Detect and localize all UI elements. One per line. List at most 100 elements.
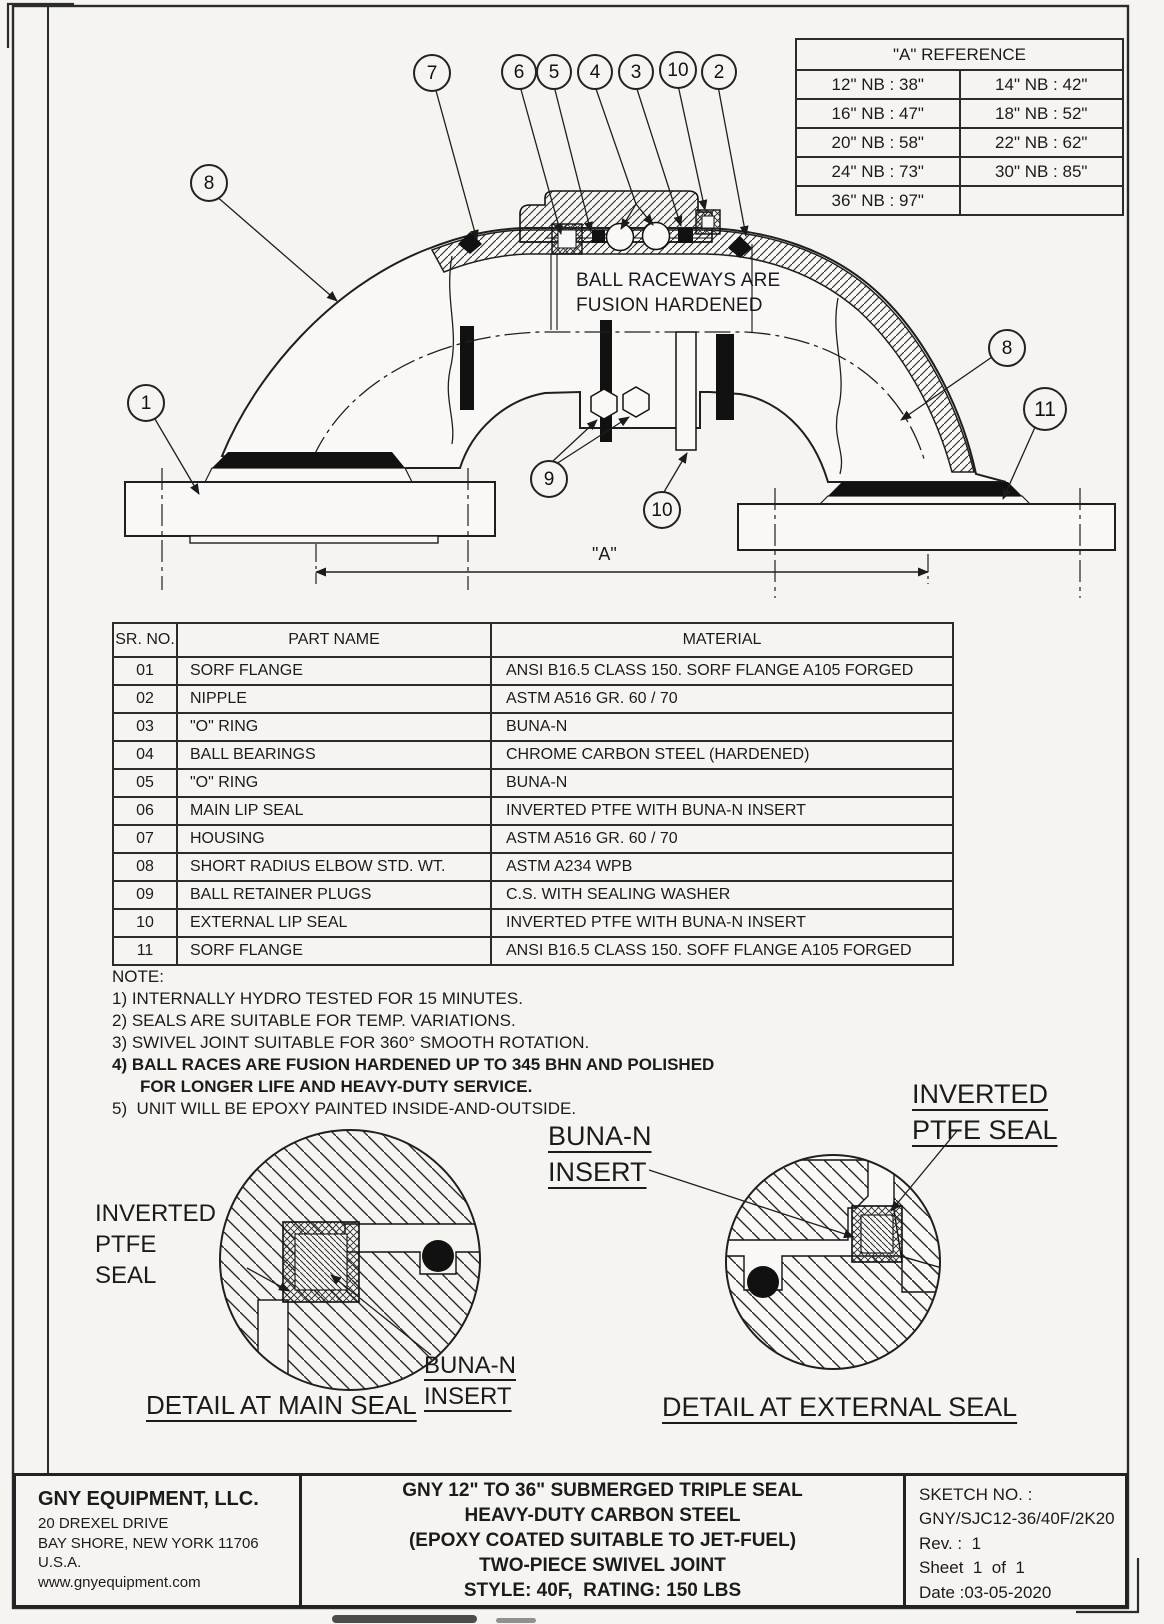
part-sr-no: 02 <box>112 684 178 714</box>
balloon-10: 10 <box>659 51 697 89</box>
balloon-2: 2 <box>701 54 737 90</box>
part-material: BUNA-N <box>490 768 954 798</box>
parts-table: SR. NO. PART NAME MATERIAL 01 SORF FLANG… <box>112 622 954 966</box>
part-name: BALL RETAINER PLUGS <box>176 880 492 910</box>
a-reference-table: "A" REFERENCE 12" NB : 38" 14" NB : 42" … <box>795 38 1124 216</box>
balloon-4: 4 <box>577 54 613 90</box>
part-material: ASTM A234 WPB <box>490 852 954 882</box>
part-material: C.S. WITH SEALING WASHER <box>490 880 954 910</box>
part-material: ANSI B16.5 CLASS 150. SOFF FLANGE A105 F… <box>490 936 954 966</box>
table-row: 08 SHORT RADIUS ELBOW STD. WT. ASTM A234… <box>112 852 954 882</box>
note-item: 3) SWIVEL JOINT SUITABLE FOR 360° SMOOTH… <box>112 1033 590 1052</box>
note-item: 4) BALL RACES ARE FUSION HARDENED UP TO … <box>112 1055 715 1074</box>
col-part-name: PART NAME <box>176 622 492 658</box>
a-reference-body: 12" NB : 38" 14" NB : 42" 16" NB : 47" 1… <box>795 69 1124 216</box>
table-row: 04 BALL BEARINGS CHROME CARBON STEEL (HA… <box>112 740 954 770</box>
company-address-line: www.gnyequipment.com <box>38 1573 201 1591</box>
reference-cell: 24" NB : 73" <box>795 156 961 187</box>
notes-list: 1) INTERNALLY HYDRO TESTED FOR 15 MINUTE… <box>112 988 832 1120</box>
right-flange <box>737 482 1116 598</box>
external-seal-buna-label: BUNA-N INSERT <box>548 1121 652 1187</box>
reference-cell: 12" NB : 38" <box>795 69 961 100</box>
part-name: "O" RING <box>176 768 492 798</box>
part-sr-no: 01 <box>112 656 178 686</box>
balloon-11: 11 <box>1023 387 1067 431</box>
parts-header-row: SR. NO. PART NAME MATERIAL <box>112 622 954 658</box>
part-sr-no: 05 <box>112 768 178 798</box>
part-material: INVERTED PTFE WITH BUNA-N INSERT <box>490 908 954 938</box>
table-row: 36" NB : 97" <box>795 185 1124 216</box>
sketch-info-line: SKETCH NO. : <box>919 1485 1033 1504</box>
table-row: 24" NB : 73" 30" NB : 85" <box>795 156 1124 187</box>
table-row: 05 "O" RING BUNA-N <box>112 768 954 798</box>
balloon-1: 1 <box>127 384 165 422</box>
part-name: NIPPLE <box>176 684 492 714</box>
table-row: 02 NIPPLE ASTM A516 GR. 60 / 70 <box>112 684 954 714</box>
table-row: 09 BALL RETAINER PLUGS C.S. WITH SEALING… <box>112 880 954 910</box>
drawing-title-line: TWO-PIECE SWIVEL JOINT <box>479 1555 726 1576</box>
part-material: CHROME CARBON STEEL (HARDENED) <box>490 740 954 770</box>
balloon-7: 7 <box>413 54 451 92</box>
main-lip-seal-section <box>551 223 583 255</box>
balloon-8: 8 <box>988 329 1026 367</box>
main-seal-buna-label: BUNA-N INSERT <box>424 1352 517 1410</box>
col-sr-no: SR. NO. <box>112 622 178 658</box>
reference-cell: 14" NB : 42" <box>958 69 1124 100</box>
reference-cell: 16" NB : 47" <box>795 98 961 129</box>
sketch-info-line: GNY/SJC12-36/40F/2K20 <box>919 1509 1115 1529</box>
balloon-10: 10 <box>643 491 681 529</box>
scan-artifact <box>332 1615 536 1623</box>
part-sr-no: 07 <box>112 824 178 854</box>
note-item: 1) INTERNALLY HYDRO TESTED FOR 15 MINUTE… <box>112 989 523 1008</box>
part-name: BALL BEARINGS <box>176 740 492 770</box>
drawing-title-line: GNY 12" TO 36" SUBMERGED TRIPLE SEAL <box>402 1480 803 1501</box>
part-sr-no: 06 <box>112 796 178 826</box>
part-name: MAIN LIP SEAL <box>176 796 492 826</box>
part-sr-no: 10 <box>112 908 178 938</box>
table-row: 16" NB : 47" 18" NB : 52" <box>795 98 1124 129</box>
note-item: 2) SEALS ARE SUITABLE FOR TEMP. VARIATIO… <box>112 1011 516 1030</box>
company-name: GNY EQUIPMENT, LLC. <box>38 1488 259 1510</box>
title-block-title: GNY 12" TO 36" SUBMERGED TRIPLE SEAL HEAV… <box>302 1476 903 1605</box>
balloon-5: 5 <box>536 54 572 90</box>
balloon-6: 6 <box>501 54 537 90</box>
part-material: ASTM A516 GR. 60 / 70 <box>490 824 954 854</box>
table-row: 12" NB : 38" 14" NB : 42" <box>795 69 1124 100</box>
part-sr-no: 09 <box>112 880 178 910</box>
part-material: INVERTED PTFE WITH BUNA-N INSERT <box>490 796 954 826</box>
reference-cell: 36" NB : 97" <box>795 185 961 216</box>
part-name: SORF FLANGE <box>176 656 492 686</box>
balloon-9: 9 <box>530 460 568 498</box>
note-item: FOR LONGER LIFE AND HEAVY-DUTY SERVICE. <box>140 1077 533 1096</box>
drawing-title-line: HEAVY-DUTY CARBON STEEL <box>464 1505 741 1526</box>
parts-body: 01 SORF FLANGE ANSI B16.5 CLASS 150. SOR… <box>112 656 954 966</box>
part-sr-no: 03 <box>112 712 178 742</box>
reference-cell: 22" NB : 62" <box>958 127 1124 158</box>
part-material: ANSI B16.5 CLASS 150. SORF FLANGE A105 F… <box>490 656 954 686</box>
part-sr-no: 08 <box>112 852 178 882</box>
reference-cell: 20" NB : 58" <box>795 127 961 158</box>
table-row: 11 SORF FLANGE ANSI B16.5 CLASS 150. SOF… <box>112 936 954 966</box>
part-name: EXTERNAL LIP SEAL <box>176 908 492 938</box>
part-name: SORF FLANGE <box>176 936 492 966</box>
part-name: "O" RING <box>176 712 492 742</box>
raceway-annotation: BALL RACEWAYS ARE FUSION HARDENED <box>576 270 781 316</box>
table-row: 06 MAIN LIP SEAL INVERTED PTFE WITH BUNA… <box>112 796 954 826</box>
balloon-8: 8 <box>190 164 228 202</box>
dimension-a <box>315 544 929 584</box>
notes-section: NOTE: 1) INTERNALLY HYDRO TESTED FOR 15 … <box>112 966 832 1120</box>
part-sr-no: 04 <box>112 740 178 770</box>
main-seal-ptfe-label: INVERTED PTFE SEAL <box>95 1200 216 1289</box>
part-sr-no: 11 <box>112 936 178 966</box>
part-material: ASTM A516 GR. 60 / 70 <box>490 684 954 714</box>
reference-cell <box>958 185 1124 216</box>
a-reference-title: "A" REFERENCE <box>795 38 1124 71</box>
company-address-line: BAY SHORE, NEW YORK 11706 <box>38 1534 259 1552</box>
swivel-assembly <box>124 190 1116 598</box>
table-row: 01 SORF FLANGE ANSI B16.5 CLASS 150. SOR… <box>112 656 954 686</box>
company-address-line: U.S.A. <box>38 1554 82 1571</box>
table-row: 03 "O" RING BUNA-N <box>112 712 954 742</box>
